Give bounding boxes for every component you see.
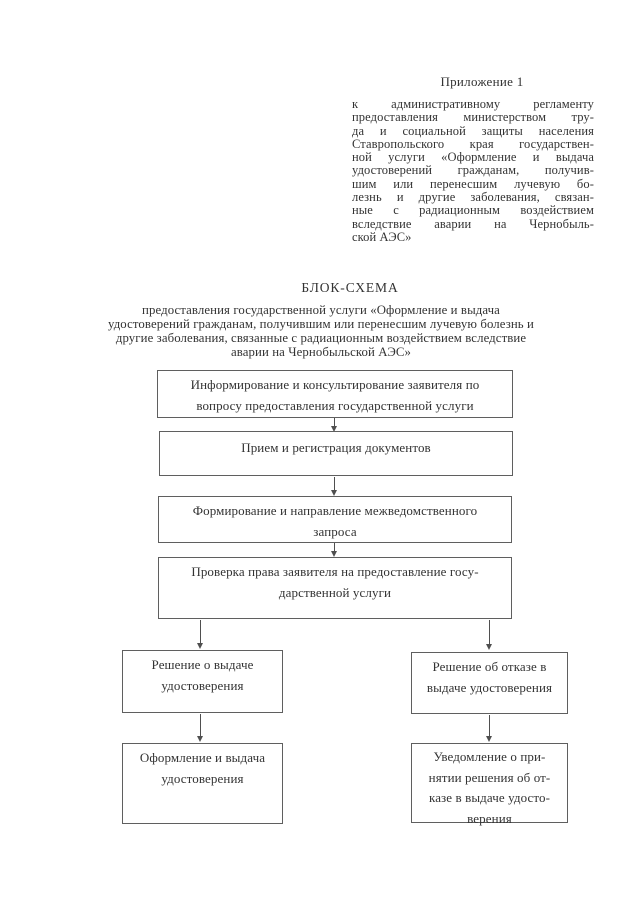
appendix-note-line: шим или перенесшим лучевую бо- [352, 176, 594, 191]
arrow-down-icon [331, 477, 337, 496]
arrow-down-icon [197, 714, 203, 742]
arrow-down-icon [486, 715, 492, 742]
flow-step-informing: Информирование и консультирование заявит… [157, 370, 513, 418]
flow-step-interagency-request: Формирование и направление межведомствен… [158, 496, 512, 543]
flow-step-eligibility-check: Проверка права заявителя на предоставлен… [158, 557, 512, 619]
schema-subtitle-line: другие заболевания, связанные с радиацио… [115, 331, 527, 345]
schema-subtitle-line: аварии на Чернобыльской АЭС» [230, 345, 412, 359]
flow-step-refusal-notice: Уведомление о при- нятии решения об от- … [411, 743, 568, 826]
appendix-note-line: ной услуги «Оформление и выдача [352, 150, 594, 165]
appendix-note-line: к административному регламенту [352, 97, 594, 111]
flow-step-issue-decision: Решение о выдаче удостоверения [122, 650, 283, 713]
appendix-note-line: да и социальной защиты населения [352, 123, 594, 138]
flow-step-issuance: Оформление и выдача удостоверения [122, 743, 283, 824]
arrow-down-icon [197, 620, 203, 649]
arrow-down-icon [331, 543, 337, 557]
appendix-note-line: удостоверений гражданам, получив- [352, 163, 594, 178]
schema-subtitle-line: удостоверений гражданам, получившим или … [108, 317, 534, 331]
schema-subtitle-line: предоставления государственной услуги «О… [142, 303, 500, 317]
flow-step-refusal-decision: Решение об отказе в выдаче удостоверения [411, 652, 568, 714]
appendix-note-line: вследствие аварии на Чернобыль- [352, 216, 594, 231]
appendix-label: Приложение 1 [440, 74, 524, 89]
flow-step-reception: Прием и регистрация документов [159, 431, 513, 476]
appendix-note: к административному регламенту предостав… [352, 97, 594, 244]
arrow-down-icon [331, 418, 337, 432]
appendix-note-line: Ставропольского края государствен- [352, 136, 594, 151]
schema-title: БЛОК-СХЕМА [301, 280, 399, 295]
appendix-note-line: предоставления министерством тру- [352, 110, 594, 125]
schema-subtitle: предоставления государственной услуги «О… [58, 303, 584, 359]
arrow-down-icon [486, 620, 492, 650]
appendix-note-line: ской АЭС» [352, 229, 412, 244]
appendix-note-line: лезнь и другие заболевания, связан- [352, 190, 594, 205]
appendix-note-line: ные с радиационным воздействием [352, 203, 594, 218]
